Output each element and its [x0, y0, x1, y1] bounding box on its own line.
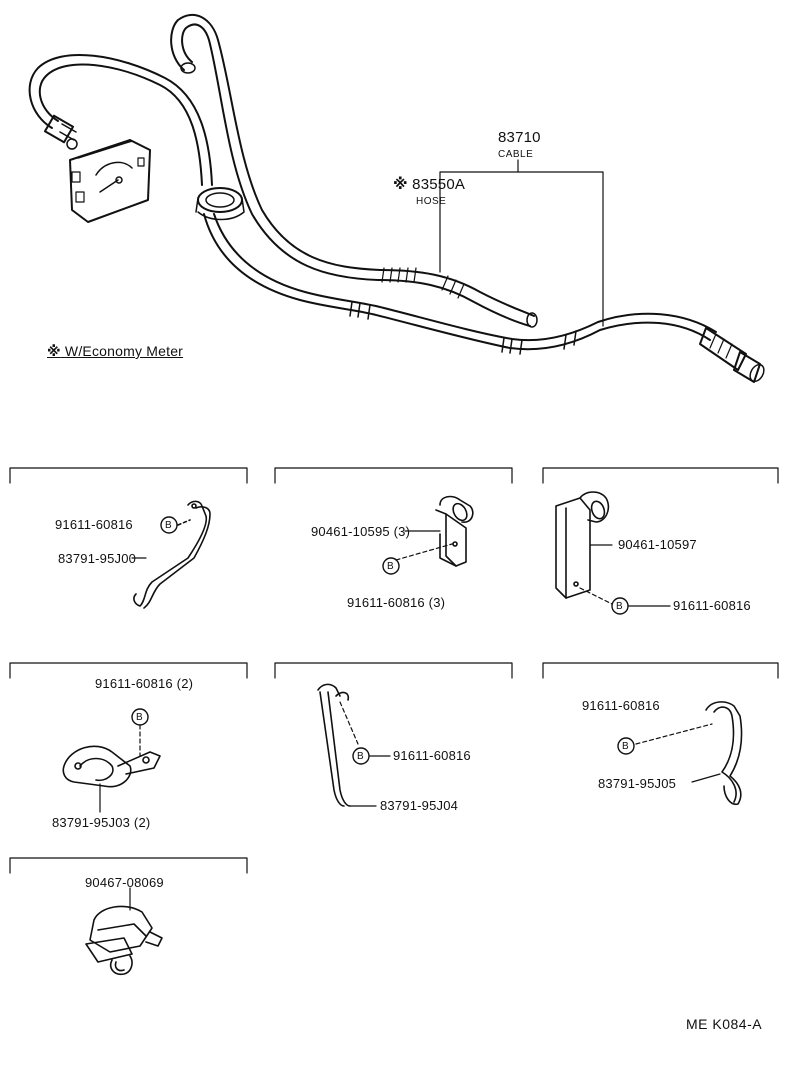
- wire-83791-95J05-drawing: [635, 701, 743, 806]
- group6-bolt-label: 91611-60816: [582, 698, 660, 713]
- figure-code: ME K084-A: [686, 1016, 763, 1032]
- group-frames: [9, 467, 779, 874]
- callout-b-5: B: [357, 751, 365, 762]
- clamp-90461-10595-drawing: [395, 495, 474, 567]
- hose-part-name: HOSE: [416, 196, 447, 207]
- group6-wire-label: 83791-95J05: [598, 776, 677, 791]
- callout-b-1: B: [165, 520, 173, 531]
- clip-90467-08069-drawing: [85, 887, 163, 976]
- speedometer-cable-drawing: [28, 13, 765, 383]
- group5-bolt-label: 91611-60816: [393, 748, 471, 763]
- hose-part-label: ※ 83550A: [393, 176, 466, 193]
- cable-part-number: 83710: [498, 129, 541, 146]
- callout-b-3: B: [616, 601, 624, 612]
- clamp-83791-95J03-drawing: [62, 724, 161, 813]
- callout-circles: [131, 516, 635, 765]
- group2-bolt-label: 91611-60816 (3): [347, 595, 446, 610]
- group4-bolt-label: 91611-60816 (2): [95, 676, 194, 691]
- group5-wire-label: 83791-95J04: [380, 798, 459, 813]
- note-mark: ※: [47, 343, 61, 359]
- group7-clip-label: 90467-08069: [85, 875, 164, 890]
- group1-clip-label: 83791-95J00: [58, 551, 137, 566]
- clamp-90461-10597-drawing: [555, 491, 671, 607]
- group1-bolt-label: 91611-60816: [55, 517, 133, 532]
- note-text: W/Economy Meter: [64, 343, 184, 359]
- cable-part-name: CABLE: [498, 149, 534, 160]
- economy-meter-note: ※ W/Economy Meter: [47, 344, 183, 358]
- clip-83791-95J00-drawing: [131, 500, 211, 609]
- group3-clamp-label: 90461-10597: [618, 537, 697, 552]
- group2-clamp-label: 90461-10595 (3): [311, 524, 411, 539]
- hose-mark: ※: [393, 176, 408, 193]
- callout-b-6: B: [622, 741, 630, 752]
- callout-b-2: B: [387, 561, 395, 572]
- hose-part-number: 83550A: [412, 176, 466, 193]
- group4-clamp-label: 83791-95J03 (2): [52, 815, 151, 830]
- callout-b-4: B: [136, 712, 144, 723]
- group3-bolt-label: 91611-60816: [673, 598, 751, 613]
- wire-83791-95J04-drawing: [317, 683, 391, 807]
